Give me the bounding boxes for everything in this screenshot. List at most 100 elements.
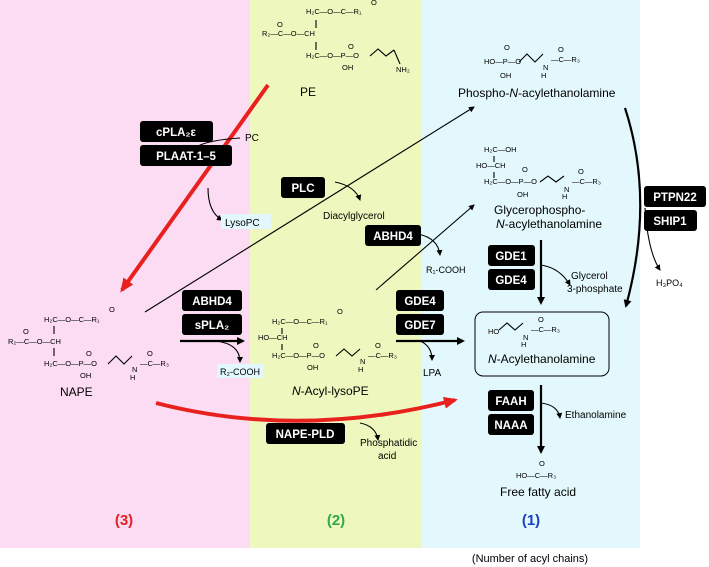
svg-text:H₂C—O—P—O: H₂C—O—P—O [272, 351, 325, 360]
svg-text:O: O [277, 20, 283, 29]
n-acyl-lysope-label: N-Acyl-lysoPE [292, 384, 369, 398]
enzyme-spla2: sPLA₂ [182, 314, 242, 335]
svg-text:—C—R₃: —C—R₃ [551, 55, 580, 64]
phosphatidic-label-line2: acid [378, 451, 396, 462]
enzyme-ptpn22: PTPN22 [644, 186, 706, 207]
arrow-nape-to-phospho-nae [144, 106, 475, 313]
svg-text:GDE4: GDE4 [495, 275, 527, 287]
glycerol-label-line1: Glycerol [571, 271, 608, 282]
r1-cooh-label: R₁-COOH [426, 265, 466, 275]
branch-r2-cooh [215, 340, 243, 363]
diacylglycerol-label: Diacylglycerol [323, 211, 385, 222]
enzyme-faah: FAAH [488, 390, 534, 411]
svg-text:H: H [521, 340, 526, 349]
svg-text:H₂C—O—C—R₁: H₂C—O—C—R₁ [272, 317, 328, 326]
r2-cooh-highlight [217, 364, 263, 378]
svg-text:O: O [147, 349, 153, 358]
svg-text:GDE1: GDE1 [495, 251, 527, 263]
svg-text:HO—CH: HO—CH [258, 333, 288, 342]
svg-text:FAAH: FAAH [495, 396, 526, 408]
pe-structure: H₂C—O—C—R₁ O R₂—C—O—CH O H₂C—O—P—O O OH … [262, 0, 410, 74]
gp-nae-label-line1: Glycerophospho- [494, 203, 585, 217]
enzyme-gde4-top: GDE4 [488, 269, 535, 290]
enzyme-abhd4-top: ABHD4 [365, 225, 421, 246]
svg-text:H: H [358, 365, 363, 374]
svg-text:HO: HO [488, 327, 499, 336]
svg-text:O: O [313, 341, 319, 350]
branch-r1-cooh [417, 233, 443, 256]
svg-text:O: O [109, 305, 115, 314]
svg-text:OH: OH [342, 63, 353, 72]
svg-text:SHIP1: SHIP1 [653, 216, 687, 228]
svg-text:HO—CH: HO—CH [476, 161, 506, 170]
ffa-structure: HO—C—R₃ O [516, 459, 556, 480]
pe-label: PE [300, 85, 316, 99]
svg-text:N: N [360, 357, 365, 366]
svg-text:PLAAT-1–5: PLAAT-1–5 [156, 151, 216, 163]
enzyme-naaa: NAAA [488, 414, 534, 435]
zone-2-label: (2) [327, 512, 345, 529]
branch-ethanolamine [540, 402, 563, 419]
svg-text:H: H [562, 192, 567, 201]
svg-text:—C—R₃: —C—R₃ [368, 351, 397, 360]
red-arrow-nape-to-nae [155, 396, 458, 423]
svg-text:N: N [132, 365, 137, 374]
svg-text:—C—R₃: —C—R₃ [572, 177, 601, 186]
r2-cooh-label: R₂-COOH [220, 367, 260, 377]
svg-text:ABHD4: ABHD4 [192, 296, 232, 308]
branch-lysopc [207, 187, 223, 221]
nape-label: NAPE [60, 385, 93, 399]
svg-text:H₂C—O—C—R₁: H₂C—O—C—R₁ [306, 7, 362, 16]
lysopc-label: LysoPC [225, 218, 260, 229]
enzyme-plaat: PLAAT-1–5 [140, 145, 232, 166]
svg-text:N: N [543, 63, 548, 72]
nae-label: N-Acylethanolamine [488, 352, 596, 366]
svg-text:O: O [578, 167, 584, 176]
svg-text:H₂C—O—C—R₁: H₂C—O—C—R₁ [44, 315, 100, 324]
enzyme-gde4-mid: GDE4 [396, 290, 444, 311]
glycerol-label-line2: 3-phosphate [567, 284, 623, 295]
svg-text:PTPN22: PTPN22 [653, 192, 696, 204]
pc-label: PC [245, 133, 259, 144]
lpa-label: LPA [423, 368, 441, 379]
svg-text:O: O [337, 307, 343, 316]
svg-text:O: O [348, 42, 354, 51]
svg-text:O: O [86, 349, 92, 358]
svg-text:NH₂: NH₂ [396, 65, 410, 74]
phospho-nae-label: Phospho-N-acylethanolamine [458, 86, 616, 100]
svg-text:N: N [523, 333, 528, 342]
svg-text:GDE4: GDE4 [404, 296, 436, 308]
h3po4-label: H₃PO₄ [656, 278, 683, 288]
svg-text:GDE7: GDE7 [404, 320, 435, 332]
svg-text:N: N [564, 185, 569, 194]
nape-structure: H₂C—O—C—R₁ O R₂—C—O—CH O H₂C—O—P—O O OH … [8, 305, 169, 382]
svg-text:—C—R₃: —C—R₃ [140, 359, 169, 368]
svg-text:OH: OH [517, 190, 528, 199]
svg-text:O: O [23, 327, 29, 336]
svg-text:ABHD4: ABHD4 [373, 231, 413, 243]
svg-text:H₂C—OH: H₂C—OH [484, 145, 517, 154]
svg-text:O: O [522, 165, 528, 174]
svg-text:O: O [539, 459, 545, 468]
svg-text:H: H [541, 71, 546, 80]
svg-text:OH: OH [80, 371, 91, 380]
branch-glycerol-3p [540, 264, 571, 286]
nae-structure: HO N H —C—R₃ O [488, 315, 560, 349]
red-arrow-pe-to-nape [120, 83, 270, 293]
svg-text:H: H [130, 373, 135, 382]
zone-3-label: (3) [115, 512, 133, 529]
enzyme-abhd4-mid: ABHD4 [182, 290, 242, 311]
ethanolamine-label: Ethanolamine [565, 410, 627, 421]
enzyme-cpla2e: cPLA₂ε [140, 121, 213, 142]
arrow-phospho-nae-to-nae [623, 107, 642, 308]
svg-text:OH: OH [307, 363, 318, 372]
svg-text:O: O [504, 43, 510, 52]
gp-nae-structure: H₂C—OH HO—CH H₂C—O—P—O O OH N H —C—R₃ O [476, 145, 601, 201]
enzyme-nape-pld: NAPE-PLD [266, 423, 345, 444]
branch-diacylglycerol [334, 181, 362, 201]
n-acyl-lysope-structure: H₂C—O—C—R₁ O HO—CH H₂C—O—P—O O OH N H —C… [258, 307, 397, 374]
svg-text:PLC: PLC [292, 183, 315, 195]
zone-1-label: (1) [522, 512, 540, 529]
svg-text:R₂—C—O—CH: R₂—C—O—CH [8, 337, 61, 346]
zone-2-background [250, 0, 422, 548]
